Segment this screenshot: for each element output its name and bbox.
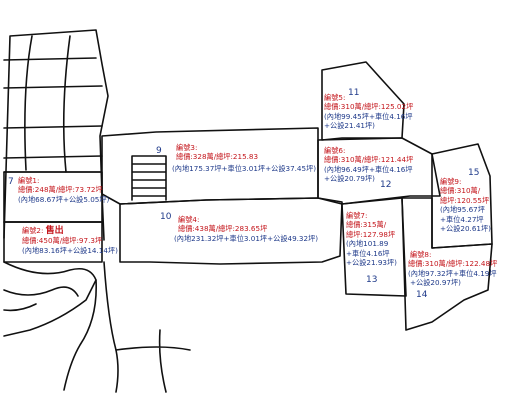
- lot-number-12: 12: [380, 180, 392, 190]
- lot-6-detail-2: +公設20.79坪): [324, 174, 375, 184]
- lot-2-outline: [3, 221, 103, 263]
- bottom-left-road: [3, 261, 97, 337]
- lot-7-outline: [341, 197, 407, 297]
- lot-9-code: 編號9:: [440, 177, 462, 186]
- stairs: [131, 155, 167, 201]
- lot-3-label: 編號3: 總價:328萬/總坪:215.83 (內地175.37坪+車位3.01…: [172, 143, 316, 173]
- lot-6-label: 編號6: 總價:310萬/總坪:121.44坪 (內地96.49坪+車位4.16…: [324, 146, 413, 184]
- lot-8-detail-2: +公設20.97坪): [410, 278, 461, 288]
- lot-6-code: 編號6:: [324, 146, 346, 155]
- lot-8-detail-1: (內地97.32坪+車位4.19坪: [408, 268, 497, 278]
- lot-2-code: 編號2:: [22, 226, 44, 235]
- lot-8-label: 編號8: 總價:310萬/總坪:122.48坪 (內地97.32坪+車位4.19…: [408, 250, 498, 288]
- lot-6-detail-1: (內地96.49坪+車位4.16坪: [324, 164, 413, 174]
- lot-7-detail-1: (內地101.89: [346, 239, 389, 249]
- lot-2-price: 總價:450萬/總坪:97.3坪: [22, 236, 103, 246]
- lot-number-13: 13: [366, 275, 378, 285]
- lot-number-14: 14: [416, 290, 428, 300]
- lot-7-price-1: 總價:315萬/: [346, 220, 387, 230]
- lot-4-price: 總價:438萬/總坪:283.65坪: [178, 224, 268, 234]
- corridor-curve: [24, 35, 71, 173]
- lot-9-price-2: 總坪:120.55坪: [440, 195, 490, 205]
- lot-2-status: 售出: [45, 226, 64, 236]
- lot-7-detail-3: +公設21.93坪): [346, 258, 397, 268]
- lot-7-price-2: 總坪:127.98坪: [346, 229, 396, 239]
- left-column-outline: [3, 29, 109, 241]
- lot-number-10: 10: [160, 212, 172, 222]
- lot-6-price: 總價:310萬/總坪:121.44坪: [324, 155, 414, 165]
- lot-9-label: 編號9: 總價:310萬/ 總坪:120.55坪 (內地95.67坪 +車位4.…: [440, 177, 491, 233]
- lot-7-code: 編號7:: [346, 211, 368, 220]
- lot-number-9: 9: [156, 146, 162, 156]
- lot-1-code: 編號1:: [18, 176, 40, 185]
- lot-2-detail: (內地83.16坪+公設14.14坪): [22, 245, 118, 255]
- lot-9-detail-1: (內地95.67坪: [440, 205, 485, 215]
- lot-4-outline: [119, 197, 343, 265]
- lot-6-outline: [317, 137, 441, 205]
- lot-number-15: 15: [468, 168, 480, 178]
- lot-9-outline: [431, 143, 493, 249]
- lot-9-price-1: 總價:310萬/: [440, 186, 481, 196]
- lot-5-label: 編號5: 總價:310萬/總坪:125.02坪 (內地99.45坪+車位4.16…: [324, 93, 413, 131]
- lot-3-price: 總價:328萬/總坪:215.83: [176, 152, 259, 162]
- lot-9-detail-2: +車位4.27坪: [440, 214, 484, 224]
- lot-7-label: 編號7: 總價:315萬/ 總坪:127.98坪 (內地101.89 +車位4.…: [346, 211, 397, 267]
- lot-4-code: 編號4:: [178, 215, 200, 224]
- lot-8-price: 總價:310萬/總坪:122.48坪: [408, 259, 498, 269]
- lot-3-detail: (內地175.37坪+車位3.01坪+公設37.45坪): [172, 163, 317, 173]
- lot-number-11: 11: [348, 88, 360, 98]
- lot-9-detail-3: +公設20.61坪): [440, 224, 491, 234]
- lot-1-detail: (內地68.67坪+公設5.05坪): [18, 194, 110, 204]
- lot-4-detail: (內地231.32坪+車位3.01坪+公設49.32坪): [174, 233, 319, 243]
- bottom-fork: [63, 261, 119, 393]
- lot-1-label: 編號1: 總價:248萬/總坪:73.72坪 (內地68.67坪+公設5.05坪…: [18, 176, 109, 204]
- lot-5-detail-1: (內地99.45坪+車位4.16坪: [324, 111, 413, 121]
- lot-5-code: 編號5:: [324, 93, 346, 102]
- lot-4-label: 編號4: 總價:438萬/總坪:283.65坪 (內地231.32坪+車位3.0…: [174, 215, 318, 243]
- left-column-dividers: [3, 57, 103, 223]
- lot-1-price: 總價:248萬/總坪:73.72坪: [18, 185, 103, 195]
- lot-5-detail-2: +公設21.41坪): [324, 121, 375, 131]
- lot-2-label: 編號2: 售出 總價:450萬/總坪:97.3坪 (內地83.16坪+公設14.…: [22, 226, 118, 255]
- lot-7-detail-2: +車位4.16坪: [346, 248, 390, 258]
- lot-8-code: 編號8:: [410, 250, 432, 259]
- bottom-arc: [115, 329, 191, 393]
- lot-number-7: 7: [8, 177, 14, 187]
- bottom-left-road-2: [3, 286, 79, 312]
- lot-3-code: 編號3:: [176, 143, 198, 152]
- lot-5-price: 總價:310萬/總坪:125.02坪: [324, 102, 414, 112]
